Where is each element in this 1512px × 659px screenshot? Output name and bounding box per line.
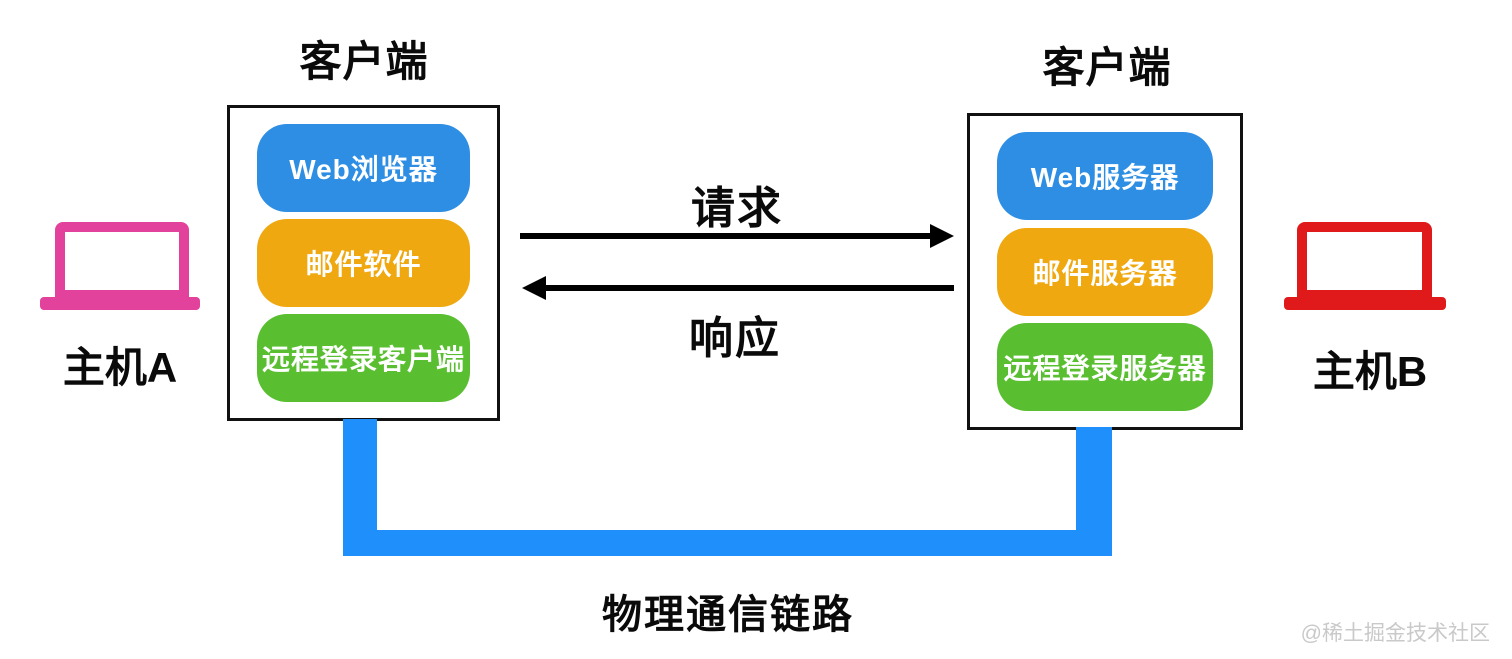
host-a-label: 主机A: [62, 344, 178, 391]
physical-link-horizontal-segment: [343, 530, 1112, 556]
mail-server-pill: 邮件服务器: [997, 227, 1213, 316]
left-client-box: Web浏览器 邮件软件 远程登录客户端: [227, 105, 500, 421]
remote-login-server-pill: 远程登录服务器: [997, 323, 1213, 411]
host-b-label: 主机B: [1312, 348, 1428, 395]
watermark: @稀土掘金技术社区: [1300, 622, 1490, 645]
physical-link-label: 物理通信链路: [602, 593, 854, 637]
request-label: 请求: [691, 184, 783, 233]
right-client-title: 客户端: [1042, 44, 1172, 91]
web-browser-pill: Web浏览器: [257, 124, 470, 212]
laptop-screen: [55, 222, 189, 300]
response-arrowhead-icon: [522, 276, 546, 300]
mail-software-pill: 邮件软件: [257, 219, 470, 307]
remote-login-client-pill: 远程登录客户端: [257, 314, 470, 402]
request-response-arrows: [520, 224, 954, 300]
right-client-box: Web服务器 邮件服务器 远程登录服务器: [967, 113, 1243, 430]
left-client-title: 客户端: [299, 38, 429, 85]
laptop-base: [40, 297, 200, 310]
laptop-screen: [1297, 222, 1432, 300]
request-arrowhead-icon: [930, 224, 954, 248]
laptop-base: [1284, 297, 1446, 310]
web-server-pill: Web服务器: [997, 132, 1213, 220]
response-label: 响应: [689, 314, 781, 363]
